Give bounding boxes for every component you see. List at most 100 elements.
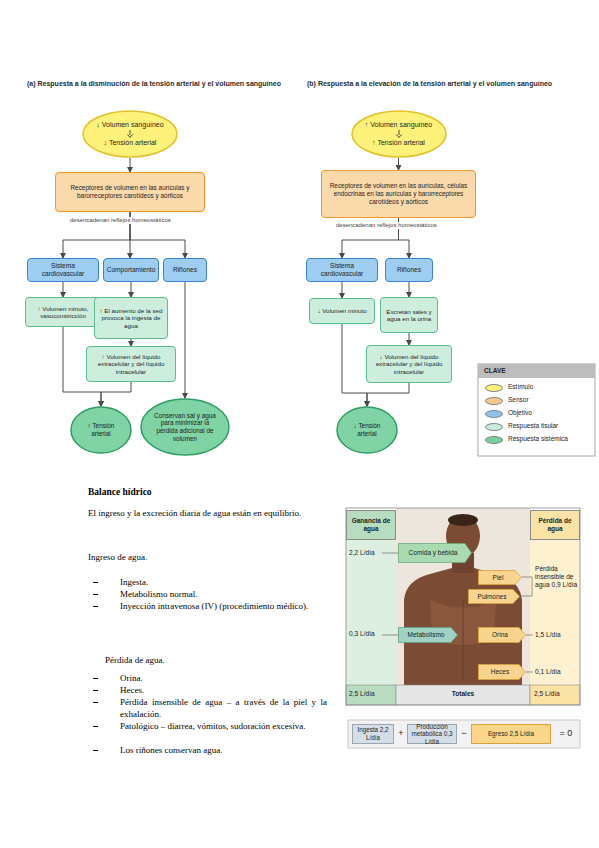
loss-arrow: Piel: [478, 570, 522, 585]
bullet-dash: [93, 594, 98, 595]
connector-line: [367, 383, 409, 406]
edge-label: desencadenan reflejos homeostáticos: [70, 217, 192, 224]
node-text: ↓ Volumen sanguíneo: [96, 121, 163, 129]
node-content: ↓ Volumen del líquido extracelular y del…: [367, 346, 451, 382]
target-box: Sistema cardiovascular: [27, 258, 99, 282]
ellipse-fill: [141, 399, 229, 455]
figure-label: Pérdida insensible de agua 0,9 L/día: [535, 565, 579, 589]
target-box: Riñones: [163, 258, 207, 282]
total-band-middle: [396, 685, 530, 705]
figure-heading: (b) Respuesta a la elevación de la tensi…: [307, 80, 562, 89]
body-text: Metabolismo normal.: [120, 588, 327, 600]
body-text: Orina.: [120, 672, 327, 684]
node-content: Producción metabólica 0,3 L/día: [408, 725, 456, 743]
legend-text: Sensor: [508, 396, 593, 404]
bullet-dash: [93, 750, 98, 751]
equation-frame: [348, 720, 580, 748]
ellipse-fill: [337, 407, 397, 453]
arrow-fill: [399, 628, 458, 643]
node-text: Comida y bebida: [409, 549, 458, 557]
legend-swatch: [485, 423, 503, 431]
bullet-dash: [93, 678, 98, 679]
node-text: ↓ Tensión arterial: [104, 139, 157, 147]
equation-box: Ingesta 2,2 L/día: [352, 724, 394, 744]
figure-label: 2,5 L/día: [349, 690, 395, 698]
figure-label: Totales: [438, 690, 488, 698]
leader-lines: [382, 553, 533, 672]
loss-arrow: Heces: [478, 664, 526, 680]
figure-label: CLAVE: [484, 367, 584, 375]
node-text: Orina: [492, 631, 508, 639]
node-content: Comportamiento: [104, 259, 158, 281]
body-text: Patológico – diarrea, vómitos, sudoració…: [120, 720, 327, 732]
node-content: ↑ Tensión arterial: [70, 406, 132, 454]
node-content: Egreso 2,5 L/día: [472, 725, 550, 743]
down-arrow-symbol: [396, 130, 402, 138]
node-content: Riñones: [164, 259, 206, 281]
legend-text: Estímulo: [508, 383, 593, 391]
connector-line: [131, 339, 132, 346]
node-text: Heces: [491, 668, 509, 676]
node-text: ↓ Volumen minuto: [317, 307, 366, 314]
legend-swatch: [485, 384, 503, 392]
node-content: ↑ Volumen minuto, vasoconstricción: [26, 298, 100, 326]
node-text: Excretan sales y agua en la orina: [384, 308, 434, 323]
tissue-response-box: ↑ Volumen minuto, vasoconstricción: [25, 297, 101, 327]
node-text: Producción metabólica 0,3 L/día: [411, 723, 453, 746]
connector-line: [342, 324, 367, 406]
legend-text: Respuesta sistémica: [508, 435, 593, 443]
node-text: Pérdida de agua: [534, 517, 576, 533]
figure-frame: [346, 508, 580, 705]
node-text: Piel: [493, 574, 504, 582]
total-band-gain: [346, 685, 396, 705]
node-text: Receptores de volumen en las aurículas y…: [59, 184, 201, 199]
legend-swatch: [485, 397, 503, 405]
loss-arrow: Orina: [478, 627, 526, 643]
loss-arrow: Pulmones: [468, 589, 520, 604]
bullet-dash: [93, 690, 98, 691]
body-text: Ingreso de agua.: [88, 551, 308, 563]
edge-label: desencadenan reflejos homeostáticos: [336, 222, 464, 229]
stimulus-ellipse: ↑ Volumen sanguíneo↑ Tensión arterial: [351, 110, 447, 158]
target-box: Sistema cardiovascular: [306, 258, 378, 282]
ellipse-fill: [352, 111, 446, 157]
body-text: Pérdida de agua.: [105, 654, 325, 666]
human-figure: [404, 514, 522, 685]
node-content: Piel: [478, 570, 522, 585]
sensor-box: Receptores de volumen en las aurículas y…: [55, 172, 205, 212]
arrow-fill: [479, 665, 526, 680]
legend-frame: [478, 364, 595, 456]
bullet-dash: [93, 582, 98, 583]
node-content: Conservan sal y agua para minimizar la p…: [140, 398, 230, 456]
figure-label: 0,1 L/día: [535, 668, 579, 676]
node-text: ↑ Volumen minuto, vasoconstricción: [29, 305, 97, 320]
figure-label: 0,3 L/día: [349, 630, 395, 638]
tissue-response-box: ↑ Volumen del líquido extracelular y del…: [86, 346, 176, 382]
node-content: Receptores de volumen en las aurículas, …: [322, 171, 475, 217]
node-content: Pulmones: [468, 589, 520, 604]
node-text: ↑ El aumento de la sed provoca la ingest…: [98, 307, 164, 329]
node-text: ↑ Volumen del líquido extracelular y del…: [90, 353, 172, 375]
ellipse-fill: [83, 111, 177, 157]
systemic-response-ellipse: ↑ Tensión arterial: [70, 406, 132, 454]
node-content: Orina: [478, 627, 526, 643]
node-text: Ingesta 2,2 L/día: [356, 726, 390, 741]
section-heading: Balance hídrico: [88, 486, 308, 498]
legend-swatch: [485, 410, 503, 418]
connector-line: [131, 282, 132, 297]
systemic-response-ellipse: ↓ Tensión arterial: [336, 406, 398, 454]
node-content: Metabolismo: [398, 627, 458, 643]
node-text: Receptores de volumen en las aurículas, …: [325, 182, 472, 205]
node-text: Metabolismo: [408, 631, 445, 639]
arrow-fill: [479, 571, 522, 585]
node-text: ↑ Tensión arterial: [372, 139, 425, 147]
node-text: Conservan sal y agua para minimizar la p…: [152, 412, 218, 443]
node-text: Sistema cardiovascular: [310, 262, 374, 278]
loss-column: [530, 540, 580, 685]
connector-line: [63, 282, 64, 297]
systemic-response-ellipse: Conservan sal y agua para minimizar la p…: [140, 398, 230, 456]
legend-text: Objetivo: [508, 409, 593, 417]
down-arrow-symbol: [127, 130, 133, 138]
node-content: Sistema cardiovascular: [307, 259, 377, 281]
